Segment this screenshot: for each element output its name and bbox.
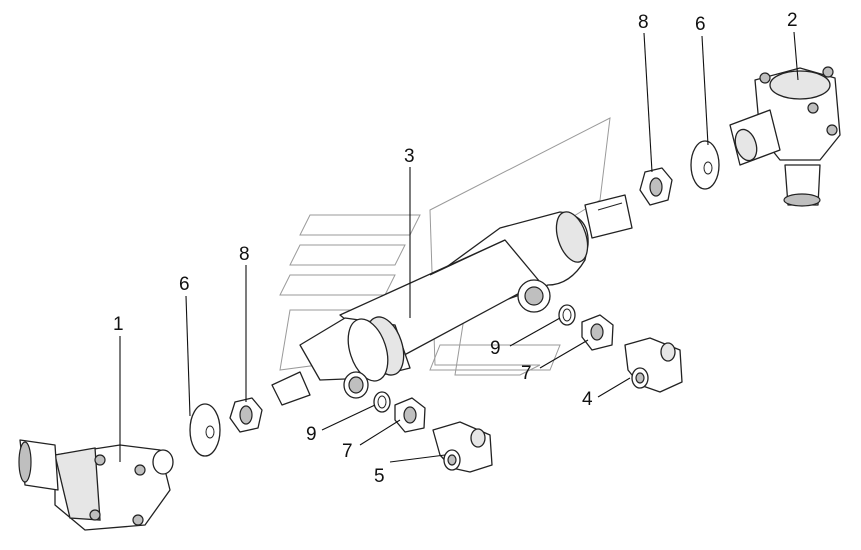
label-6-right: 6	[695, 14, 706, 35]
fitting-left	[394, 397, 426, 433]
ring-right	[558, 304, 576, 326]
ring-left	[373, 391, 391, 413]
label-4: 4	[582, 389, 593, 410]
label-7-left: 7	[342, 441, 353, 462]
label-8-left: 8	[239, 244, 250, 265]
valve-right	[729, 66, 841, 207]
elbow-fitting-5	[432, 421, 493, 473]
label-2: 2	[787, 10, 798, 31]
label-6-left: 6	[179, 274, 190, 295]
elbow-fitting-4	[624, 337, 683, 393]
label-7-right: 7	[521, 363, 532, 384]
nut-right	[639, 167, 673, 206]
label-9-left: 9	[306, 424, 317, 445]
washer-left	[189, 403, 221, 457]
label-1: 1	[113, 314, 124, 335]
cylinder-body	[271, 194, 633, 406]
label-3: 3	[404, 146, 415, 167]
valve-left	[18, 439, 174, 531]
washer-right	[690, 140, 720, 190]
leader-lines	[119, 31, 799, 463]
fitting-right	[581, 314, 614, 351]
nut-left	[229, 397, 263, 433]
label-5: 5	[374, 466, 385, 487]
label-8-right: 8	[638, 12, 649, 33]
label-9-right: 9	[490, 338, 501, 359]
